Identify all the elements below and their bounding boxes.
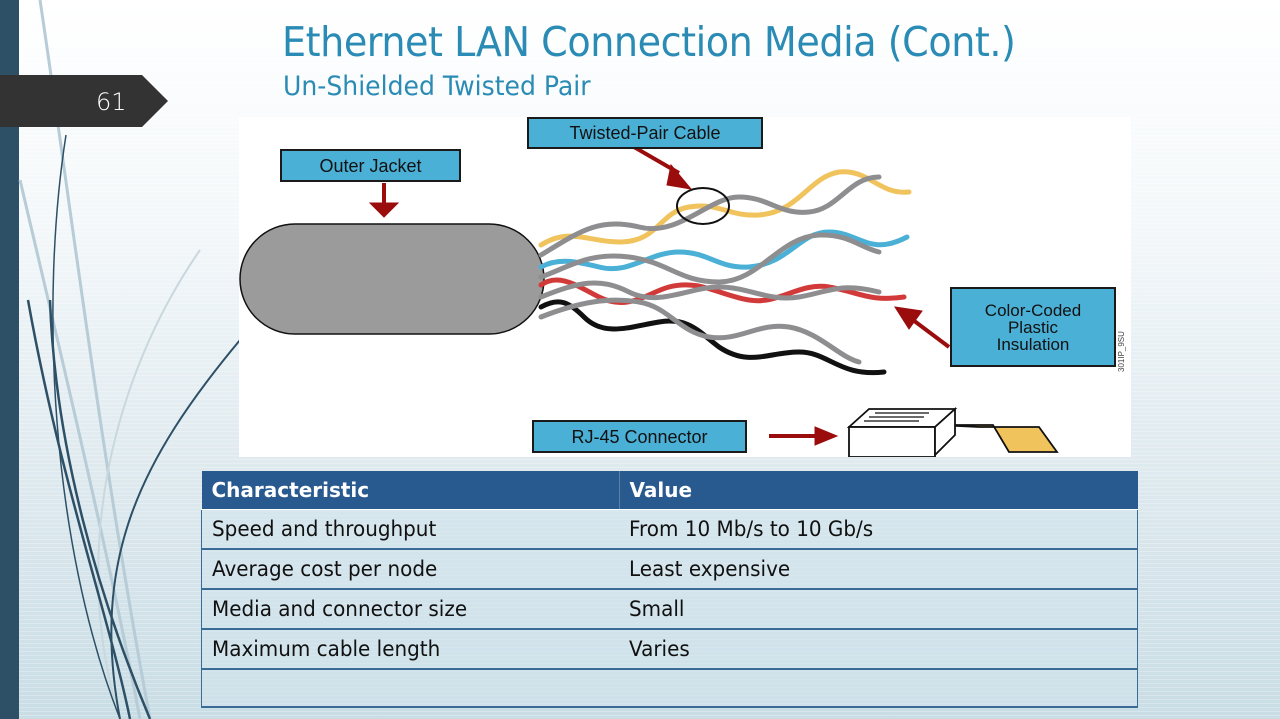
page-number: 61 [96,88,127,116]
wire-orange [538,169,912,248]
table-row: Maximum cable length Varies [201,629,1138,670]
wire-gray-1 [538,174,882,258]
table-row: Speed and throughput From 10 Mb/s to 10 … [201,509,1138,550]
color-coded-line3: Insulation [996,334,1070,354]
outer-jacket-label: Outer Jacket [280,149,461,182]
table-row: Average cost per node Least expensive [201,549,1138,590]
table-cell-value: Least expensive [619,549,1138,590]
outer-jacket-shape [239,223,545,335]
decorative-curves [18,0,241,719]
color-coded-insulation-label: Color-Coded Plastic Insulation [950,287,1116,367]
wire-gray-2 [538,232,882,285]
table-cell-value: From 10 Mb/s to 10 Gb/s [619,509,1138,550]
twist-highlight-circle [676,187,730,225]
table-cell-value: Varies [619,629,1138,670]
wire-gray-4 [538,297,862,365]
table-cell-value: Small [619,589,1138,630]
color-coded-line1: Color-Coded [984,300,1082,320]
color-coded-line2: Plastic [1007,317,1059,337]
slide-title: Ethernet LAN Connection Media (Cont.) [282,18,1016,66]
table-row: Media and connector size Small [201,589,1138,630]
column-header-characteristic: Characteristic [201,471,619,510]
rj45-connector-label: RJ-45 Connector [532,420,747,453]
table-cell-characteristic [201,669,619,708]
table-cell-characteristic: Media and connector size [201,589,619,630]
column-header-value: Value [618,471,1138,510]
rj45-connector-shape [846,406,1059,457]
characteristics-table: Characteristic Value Speed and throughpu… [201,471,1138,708]
utp-cable-diagram: Outer Jacket Twisted-Pair Cable Color-Co… [239,117,1131,457]
twisted-pair-cable-label: Twisted-Pair Cable [527,117,763,149]
figure-id: 301IP_9SU [1117,331,1126,372]
table-cell-value [619,669,1138,708]
table-cell-characteristic: Average cost per node [201,549,619,590]
table-cell-characteristic: Maximum cable length [201,629,619,670]
wire-blue [538,229,910,272]
page-number-tag [0,75,168,127]
left-accent-bar [0,0,19,719]
table-cell-characteristic: Speed and throughput [201,509,619,550]
table-row-empty [201,669,1138,708]
slide-subtitle: Un-Shielded Twisted Pair [283,71,591,102]
table-header-row: Characteristic Value [201,471,1138,510]
wire-gray-3 [538,280,882,301]
